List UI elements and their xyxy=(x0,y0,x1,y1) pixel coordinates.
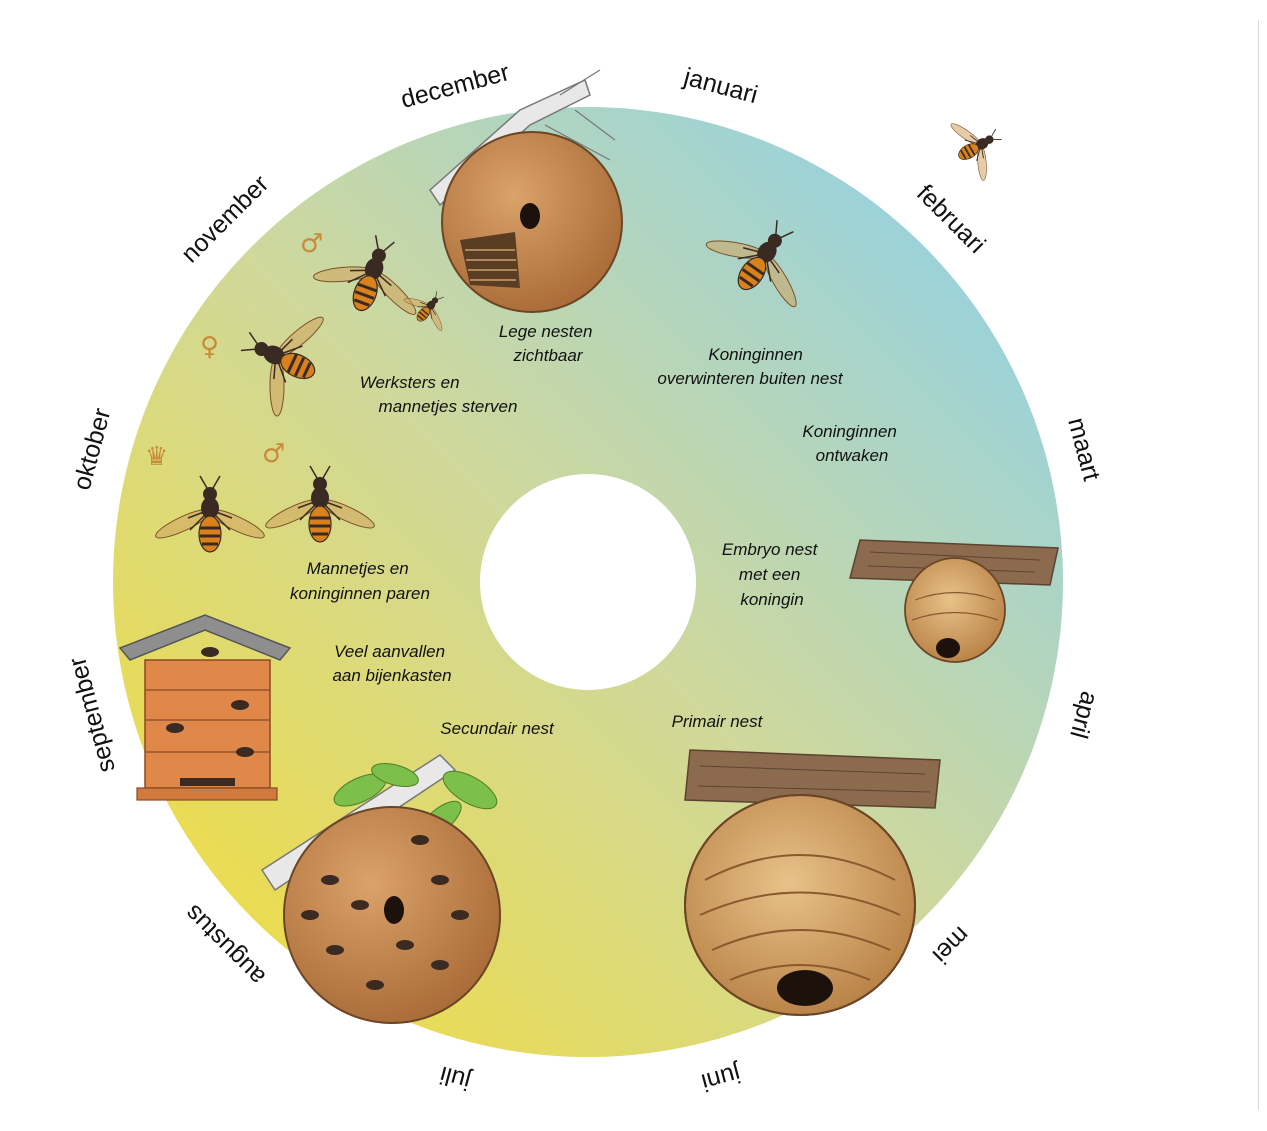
month-label-januari: januari xyxy=(680,63,761,110)
month-label-maart: maart xyxy=(1062,415,1106,484)
caption-primary-nest: Primair nest xyxy=(672,712,764,731)
female-symbol: ♀ xyxy=(200,332,219,362)
page-edge-divider xyxy=(1258,20,1259,1110)
caption-secondary-nest: Secundair nest xyxy=(440,719,555,738)
male-symbol-november: ♂ xyxy=(300,229,323,259)
queen-crown-symbol: ♛ xyxy=(145,442,168,472)
center-hole xyxy=(480,474,696,690)
month-label-april: april xyxy=(1064,688,1103,741)
month-label-oktober: oktober xyxy=(68,405,117,493)
month-label-juni: juni xyxy=(698,1059,744,1096)
month-label-juli: juli xyxy=(437,1060,475,1095)
month-label-december: december xyxy=(398,58,513,114)
month-label-september: september xyxy=(63,654,121,775)
primary-nest-illustration xyxy=(685,750,940,1015)
month-label-mei: mei xyxy=(927,921,975,969)
empty-nest-illustration xyxy=(430,70,622,312)
embryo-nest-queen xyxy=(942,105,1016,187)
male-symbol-october: ♂ xyxy=(262,439,285,469)
